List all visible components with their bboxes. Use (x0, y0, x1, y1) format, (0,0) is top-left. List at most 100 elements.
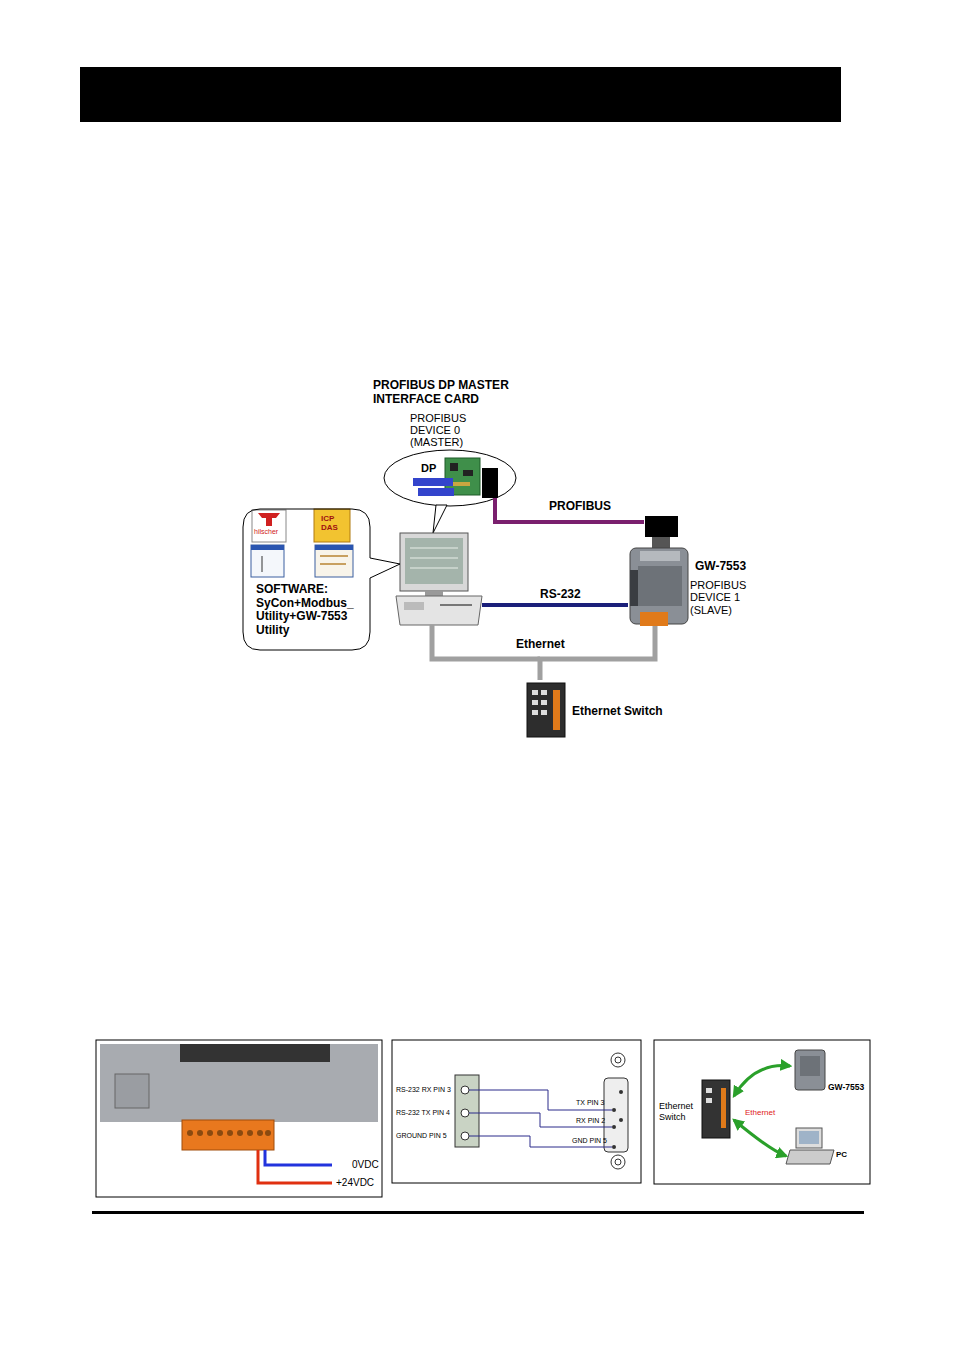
rs232-wiring-diagram-part (611, 1155, 625, 1169)
power-wiring-photo-part (217, 1130, 223, 1136)
pc-computer-part (405, 538, 463, 584)
ethernet-switch-icon-part (527, 683, 565, 737)
software-icons (251, 509, 353, 577)
master-card-callout-part (450, 463, 458, 471)
power-wiring-photo-part (258, 1150, 332, 1183)
gw7553-device (630, 516, 688, 626)
software-icons-part (262, 556, 263, 572)
gateway-device: GW-7553PROFIBUS DEVICE 1 (SLAVE) (644, 512, 760, 626)
ethernet-switch-icon-part (532, 700, 538, 705)
ethernet-switch-icon-part (541, 710, 547, 715)
connector-label: PROFIBUS (547, 499, 613, 513)
ethernet-cable (540, 626, 655, 680)
ethernet-overview-diagram-part (702, 1080, 730, 1138)
footer-rule (92, 1211, 864, 1214)
header-bar (80, 67, 841, 122)
rs232-wiring-diagram-part (469, 1090, 612, 1110)
pin-label: GROUND PIN 5 (396, 1132, 447, 1140)
pc-computer-part (410, 558, 458, 559)
pin-label: TX PIN 3 (576, 1099, 604, 1107)
rs232-wiring-diagram-part (615, 1159, 621, 1165)
pc-computer-part (410, 568, 458, 569)
gw7553-device-part (638, 566, 682, 606)
rs232-cable (482, 605, 628, 606)
pc-computer-part (410, 548, 458, 549)
rs232-wiring-diagram (392, 1040, 641, 1183)
power-wiring-photo-part (257, 1130, 263, 1136)
node-heading: PROFIBUS DP MASTER INTERFACE CARD (373, 378, 531, 406)
ethernet-overview-diagram (654, 1040, 870, 1184)
ethernet-switch-icon-part (553, 690, 560, 730)
software-icons-part (314, 509, 350, 542)
ethernet-overview-diagram-part (800, 1056, 820, 1076)
power-wiring-photo-part (227, 1130, 233, 1136)
pin-label: RS-232 RX PIN 3 (396, 1086, 451, 1094)
power-wiring-photo-part (265, 1130, 271, 1136)
rs232-wiring-diagram-part (469, 1136, 612, 1147)
pin-label: RS-232 TX PIN 4 (396, 1109, 450, 1117)
ethernet-overview-diagram-part (786, 1150, 834, 1164)
ethernet-switch: Ethernet Switch (524, 680, 674, 740)
ethernet-overview-diagram-part (721, 1088, 726, 1128)
power-wiring-photo-part (187, 1130, 193, 1136)
ethernet-overview-diagram-part (734, 1120, 786, 1156)
software-icons-part (258, 513, 280, 526)
software-icons-part (251, 545, 284, 550)
software-icons-part (320, 555, 348, 557)
card-marking: DP (421, 462, 436, 475)
master-card-callout-part (463, 470, 473, 476)
gw7553-device-part (630, 570, 638, 606)
power-wiring-photo-part (197, 1130, 203, 1136)
master-card-callout-part (384, 450, 516, 506)
pc-computer-part (404, 602, 424, 610)
software-icons-part (315, 545, 353, 550)
master-card-callout-part (413, 478, 453, 486)
rs232-wiring-diagram-part (612, 1108, 616, 1112)
terminal-label: 0VDC (352, 1159, 379, 1171)
device-label: PC (836, 1150, 847, 1160)
ethernet-overview-diagram-part (706, 1098, 712, 1103)
rs232-wiring-diagram-part (612, 1125, 616, 1129)
pc-computer (396, 533, 482, 625)
rs232-cable-part (482, 603, 628, 607)
rs232-wiring-diagram-part (611, 1053, 625, 1067)
rs232-wiring-diagram-part (619, 1118, 623, 1122)
ethernet-overview-diagram-part (734, 1066, 790, 1096)
pc-computer-part (400, 533, 468, 591)
rs232-wiring-diagram-part (461, 1109, 469, 1117)
terminal-label: +24VDC (336, 1177, 374, 1189)
ethernet-overview-diagram-part (799, 1131, 819, 1144)
rs232-wiring-diagram-part (392, 1040, 641, 1183)
ethernet-overview-diagram-part (795, 1050, 825, 1090)
power-wiring-photo-part (265, 1150, 332, 1165)
rs232-wiring-diagram-part (604, 1078, 628, 1152)
power-wiring-photo-part (115, 1074, 149, 1108)
rs232-wiring-diagram-part (461, 1132, 469, 1140)
ethernet-switch-icon-part (532, 690, 538, 695)
rs232-wiring-diagram-part (612, 1145, 616, 1149)
callout-outline (243, 509, 400, 650)
rs232-wiring-diagram-part (615, 1057, 621, 1063)
node-heading: SOFTWARE: SyCon+Modbus_ Utility+GW-7553 … (256, 583, 368, 637)
network-label: Ethernet (745, 1108, 775, 1118)
ethernet-switch-icon-part (532, 710, 538, 715)
power-wiring-photo (96, 1040, 382, 1197)
power-wiring-photo-part (237, 1130, 243, 1136)
rs232-wiring-diagram-part (619, 1090, 623, 1094)
gw7553-device-part (640, 612, 668, 626)
pc-computer-part (425, 591, 443, 596)
rs232-wiring-diagram-part (469, 1113, 612, 1127)
software-icons-part (320, 563, 346, 565)
ethernet-overview-diagram-part (796, 1128, 822, 1148)
logo-text: ICP DAS (321, 514, 347, 532)
pc-computer-part (440, 604, 472, 606)
master-card-callout-part (493, 498, 497, 508)
master-card-callout-part (482, 468, 498, 498)
node-heading: Ethernet Switch (572, 704, 663, 718)
gw7553-device-part (645, 516, 678, 537)
ethernet-overview-diagram-part (654, 1040, 870, 1184)
pin-label: RX PIN 2 (576, 1117, 605, 1125)
